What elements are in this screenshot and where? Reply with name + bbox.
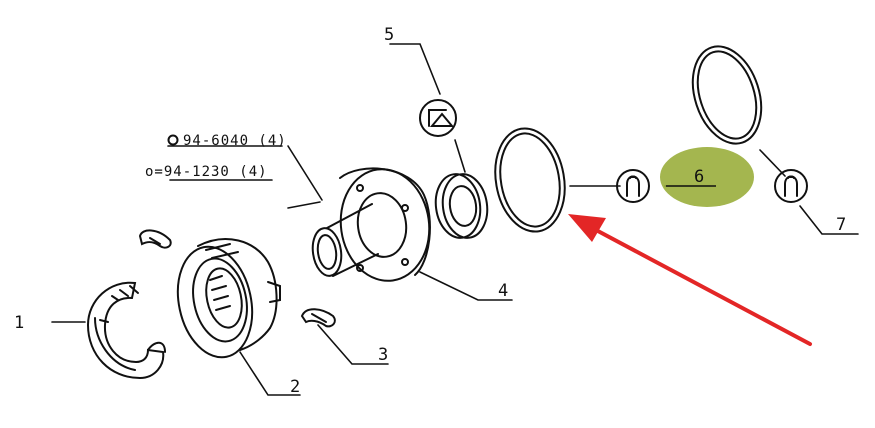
callout-7: 7 [836, 215, 846, 235]
part-2-flanged-housing [176, 238, 281, 359]
callout-1: 1 [14, 313, 24, 333]
callout-6: 6 [694, 167, 704, 187]
callout-6-highlight [660, 147, 754, 207]
reference-notes: 94-6040 (4) o=94-1230 (4) [145, 133, 287, 180]
leader-lines [51, 43, 859, 396]
callout-4: 4 [498, 281, 508, 301]
callout-3: 3 [378, 345, 388, 365]
grease-symbol-icon [419, 99, 457, 137]
red-pointer-arrow [568, 214, 812, 346]
part-3-clip [300, 308, 336, 328]
oil-drop-symbol-icon [774, 169, 808, 203]
oil-drop-symbol-icon [616, 169, 650, 203]
small-clip-upper [138, 229, 172, 249]
part-6-o-ring [494, 127, 566, 233]
callout-2: 2 [290, 377, 300, 397]
bullet-icon [167, 134, 179, 146]
part-5-seal-ring [434, 173, 489, 239]
reference-b: o=94-1230 (4) [145, 164, 268, 180]
part-4-flanged-sleeve [311, 167, 431, 282]
part-1-half-seal [86, 281, 166, 380]
reference-a: 94-6040 (4) [183, 133, 287, 149]
part-7-o-ring [691, 45, 763, 145]
callout-numbers: 1 2 3 4 5 6 7 [14, 25, 846, 397]
callout-5: 5 [384, 25, 394, 45]
